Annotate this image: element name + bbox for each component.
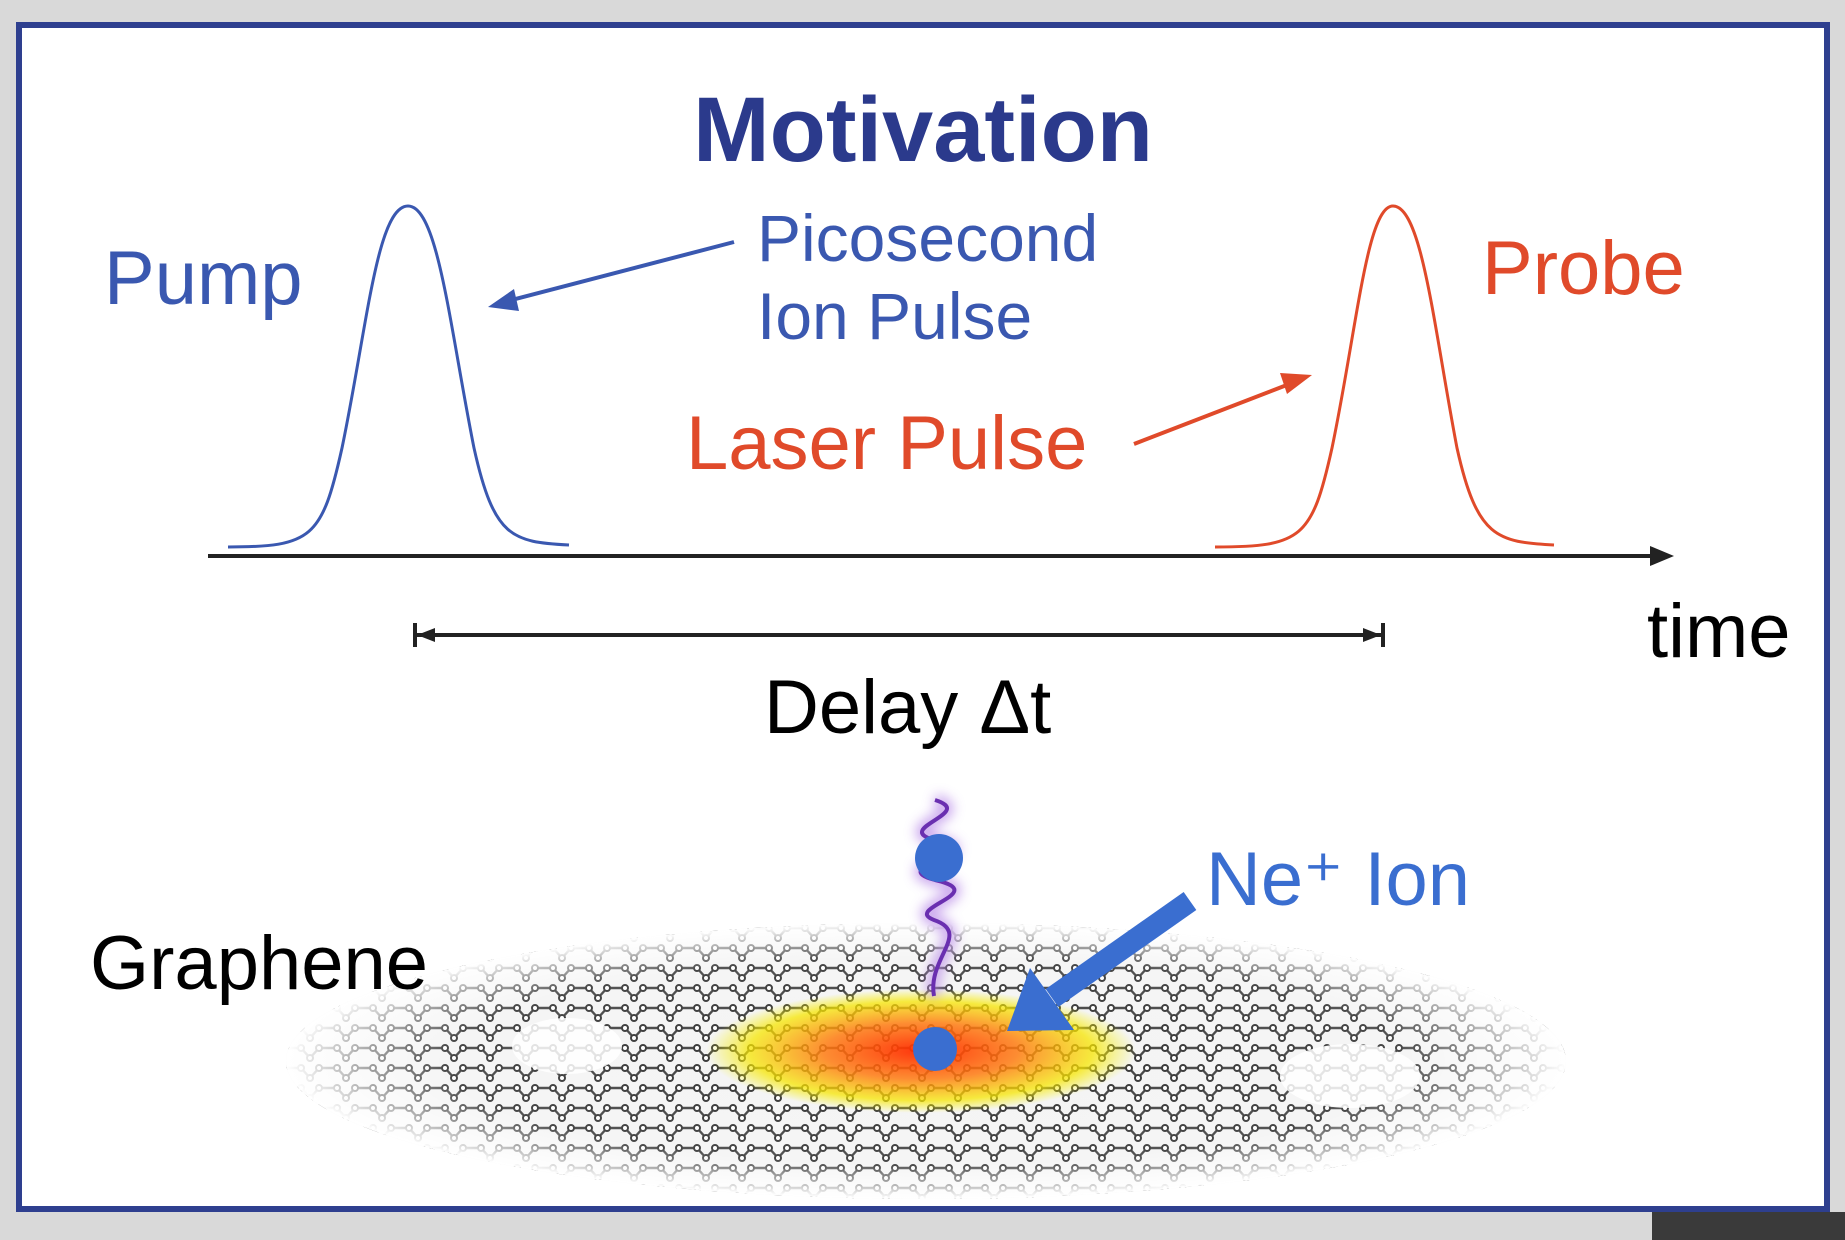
graphene-label: Graphene xyxy=(90,921,429,1006)
incoming-ion xyxy=(915,834,963,882)
delay-bracket xyxy=(413,623,1385,647)
laser-pulse-label: Laser Pulse xyxy=(686,401,1088,486)
ion-pulse-label-line2: Ion Pulse xyxy=(757,279,1033,353)
laser-pulse-arrow xyxy=(1133,373,1312,446)
pump-pulse-curve xyxy=(227,204,570,549)
slide-frame: Motivation Pump Probe Picosecond Ion Pul… xyxy=(16,22,1830,1212)
ion-pulse-arrow xyxy=(488,240,735,311)
ne-ion-arrow xyxy=(1007,892,1197,1031)
pump-label: Pump xyxy=(104,236,303,321)
ne-ion-label: Ne⁺ Ion xyxy=(1206,837,1471,922)
probe-label: Probe xyxy=(1482,226,1685,311)
ion-pulse-label-line1: Picosecond xyxy=(757,201,1099,275)
time-axis-arrowhead xyxy=(1650,546,1674,566)
probe-pulse-curve xyxy=(1214,204,1555,549)
time-axis-label: time xyxy=(1647,589,1791,674)
window-corner-shadow xyxy=(1652,1212,1845,1240)
page-title: Motivation xyxy=(693,79,1153,181)
diagram-graphics xyxy=(208,204,1674,1199)
delay-label: Delay Δt xyxy=(764,665,1052,750)
impact-ion xyxy=(913,1027,957,1071)
ion-pulse-label: Picosecond Ion Pulse xyxy=(757,199,1098,355)
